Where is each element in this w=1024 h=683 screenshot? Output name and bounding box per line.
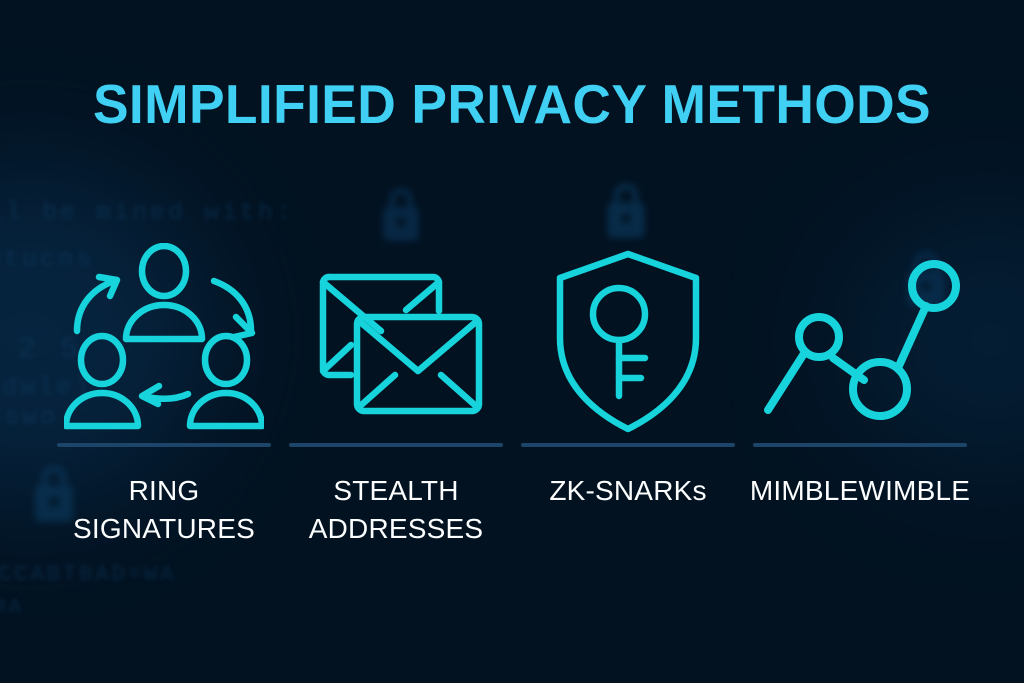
column-divider bbox=[753, 443, 967, 447]
method-label: STEALTH ADDRESSES bbox=[308, 475, 484, 544]
padlock-icon bbox=[603, 180, 649, 240]
icon-container bbox=[553, 238, 703, 443]
icon-container bbox=[64, 238, 264, 443]
methods-row: RING SIGNATURES bbox=[48, 238, 976, 548]
method-label: MIMBLEWIMBLE bbox=[749, 475, 971, 506]
page-title: SIMPLIFIED PRIVACY METHODS bbox=[92, 73, 932, 135]
method-column-zk-snarks[interactable]: ZK-SNARKs bbox=[512, 238, 744, 510]
background-code-line: ECCABTBAD=WA bbox=[0, 562, 177, 587]
padlock-icon bbox=[379, 185, 423, 243]
two-envelopes-icon bbox=[307, 261, 485, 421]
icon-container bbox=[307, 238, 485, 443]
three-people-circular-arrows-icon bbox=[64, 243, 264, 438]
column-divider bbox=[289, 443, 503, 447]
column-divider bbox=[521, 443, 735, 447]
column-divider bbox=[57, 443, 271, 447]
method-column-mimblewimble[interactable]: MIMBLEWIMBLE bbox=[744, 238, 976, 510]
method-column-stealth-addresses[interactable]: STEALTH ADDRESSES bbox=[280, 238, 512, 548]
method-label: ZK-SNARKs bbox=[549, 475, 707, 506]
method-column-ring-signatures[interactable]: RING SIGNATURES bbox=[48, 238, 280, 548]
icon-container bbox=[758, 238, 963, 443]
method-label: RING SIGNATURES bbox=[73, 475, 255, 544]
background-code-line: MA bbox=[0, 595, 25, 620]
node-line-graph-icon bbox=[758, 258, 963, 423]
shield-with-key-icon bbox=[553, 248, 703, 433]
background-code-line: il be mined with: bbox=[0, 198, 295, 227]
